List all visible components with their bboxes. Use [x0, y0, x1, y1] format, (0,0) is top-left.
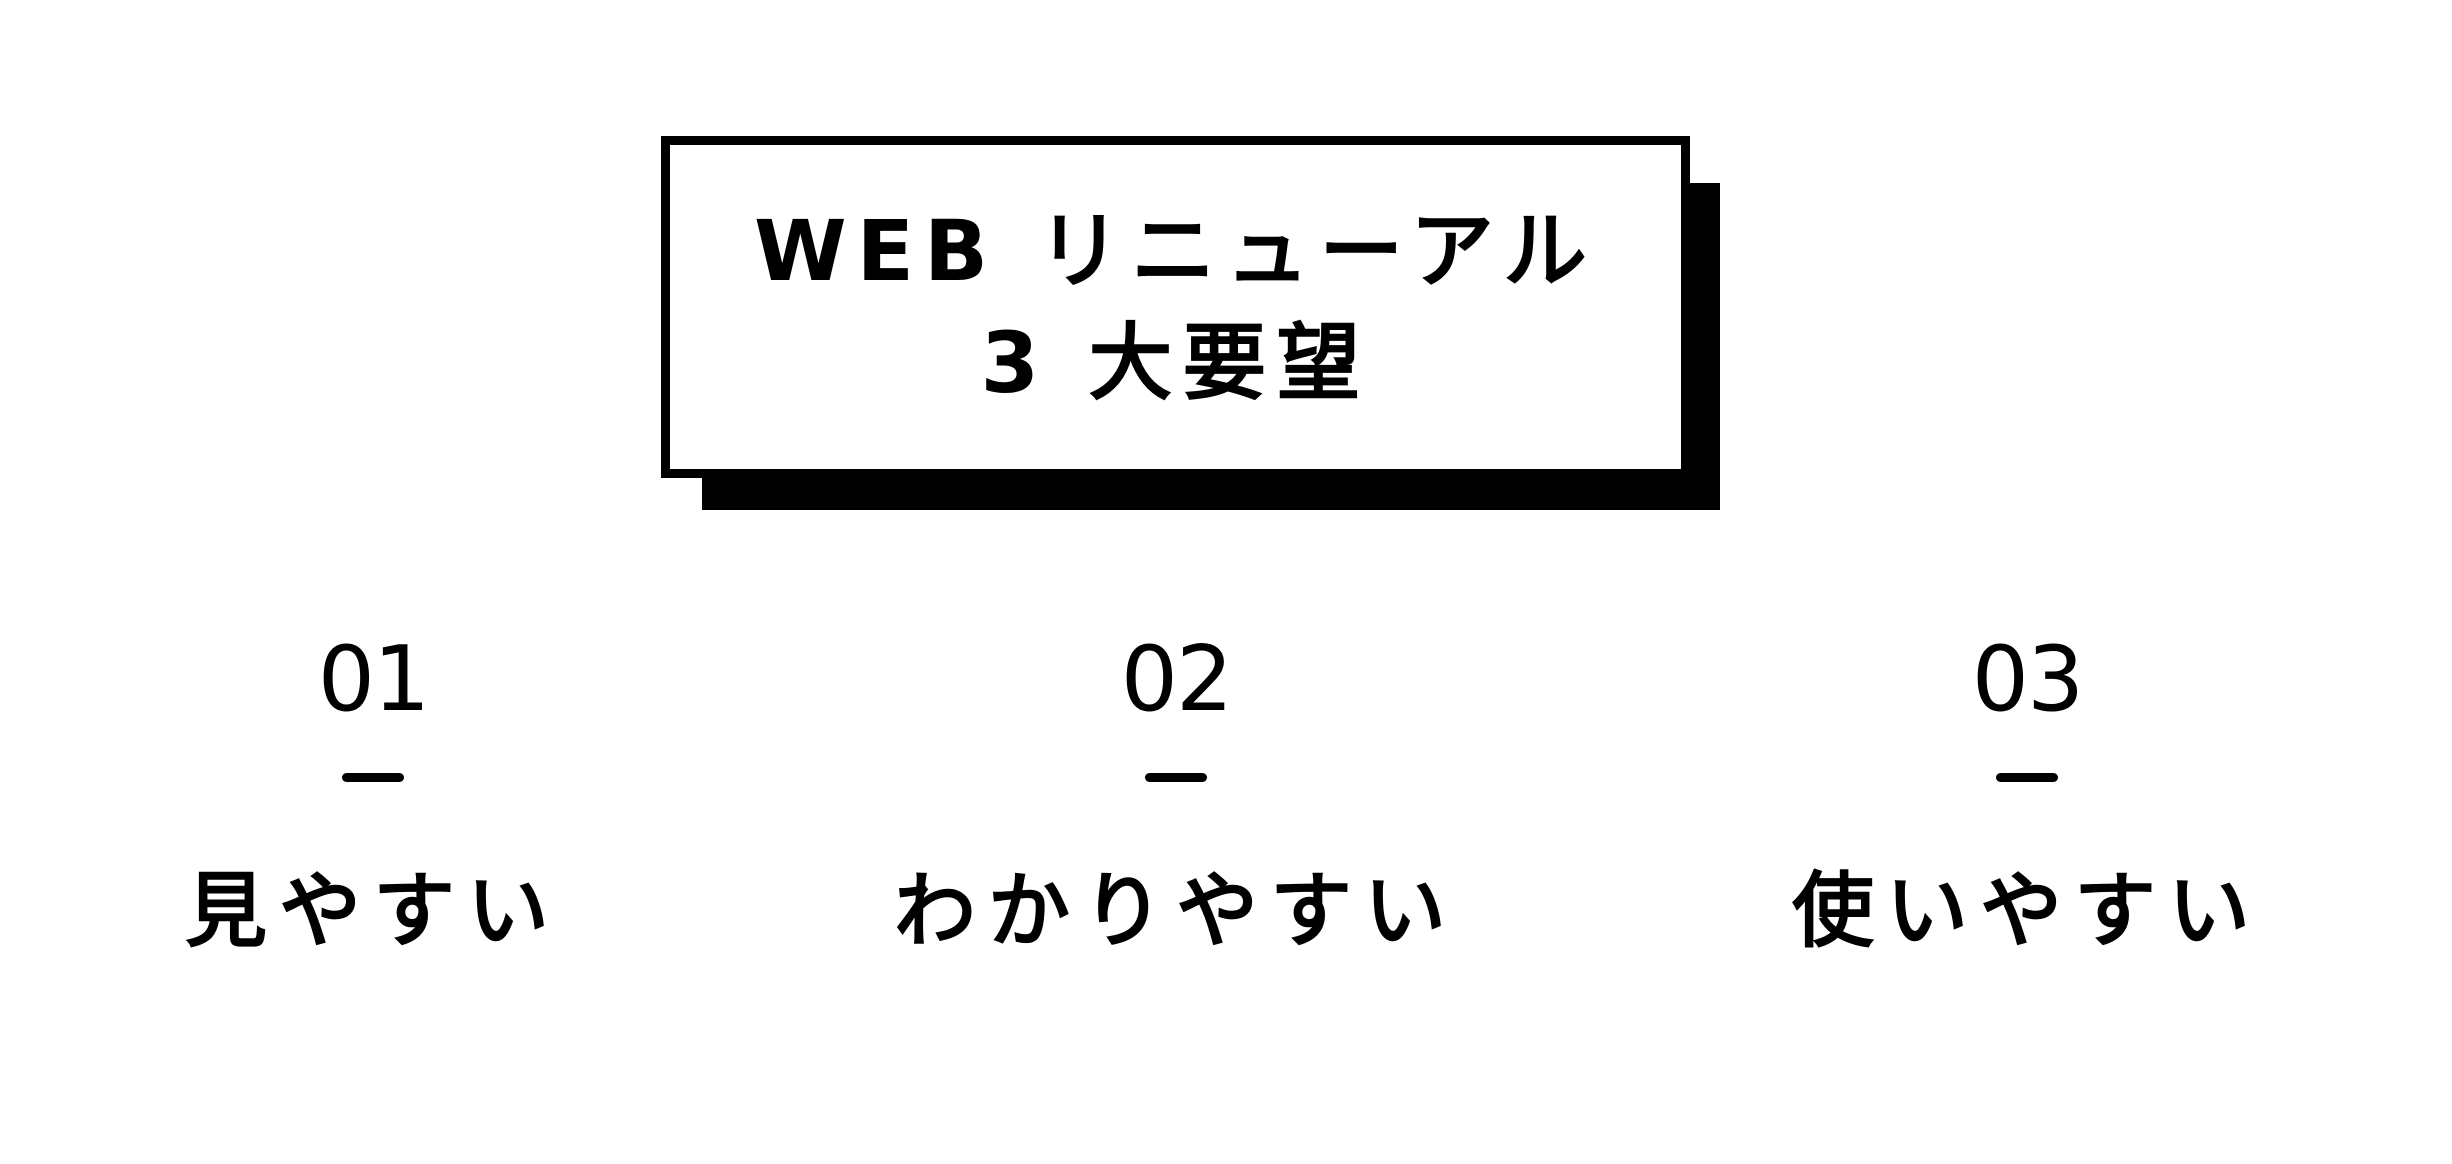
item-divider: [1145, 773, 1207, 782]
item-divider: [342, 773, 404, 782]
title-line-1: WEB リニューアル: [753, 202, 1598, 300]
item-divider: [1996, 773, 2058, 782]
title-box: WEB リニューアル 3 大要望: [661, 136, 1690, 478]
item-label: わかりやすい: [893, 864, 1458, 959]
requirement-item-3: 03 使いやすい: [1677, 630, 2377, 962]
title-line-2: 3 大要望: [980, 314, 1371, 412]
requirement-item-2: 02 わかりやすい: [826, 630, 1526, 962]
item-label: 見やすい: [184, 864, 561, 959]
requirement-item-1: 01 見やすい: [23, 630, 723, 962]
item-number: 01: [317, 627, 431, 732]
item-number: 03: [1971, 627, 2085, 732]
item-label: 使いやすい: [1791, 864, 2262, 959]
item-number: 02: [1120, 627, 1234, 732]
